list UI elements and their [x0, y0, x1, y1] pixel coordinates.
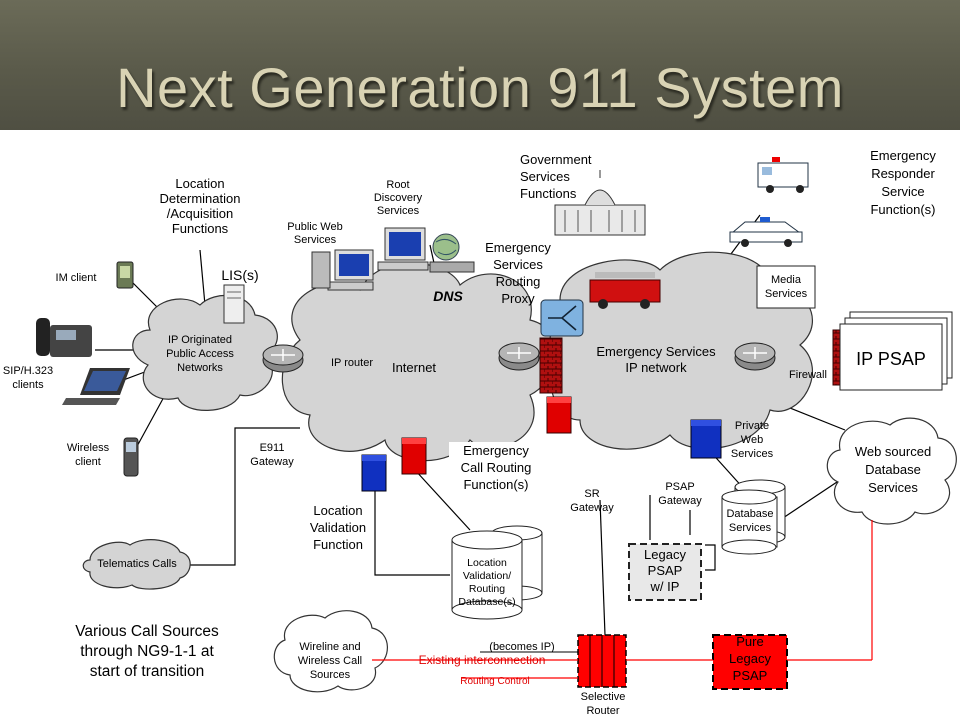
public-web-computer-icon	[311, 249, 374, 291]
ip-psap-label: IP PSAP	[856, 349, 926, 369]
internet-label: Internet	[392, 360, 436, 375]
im-client-label: IM client	[56, 272, 97, 284]
database-services-icon	[721, 479, 786, 555]
esrp-device-icon	[540, 299, 584, 337]
private-web-server-icon	[690, 419, 722, 459]
internet-cloud	[281, 262, 557, 462]
web-sourced-cloud	[826, 417, 957, 525]
existing-interconnection-label: Existing interconnection	[419, 653, 546, 667]
router-internet	[498, 342, 540, 371]
ecrf-server-icon	[401, 437, 427, 475]
firewall-label: Firewall	[789, 369, 827, 381]
selective-router-icon	[577, 634, 627, 688]
firewall-esrp-icon	[539, 337, 563, 394]
lis-server-icon	[223, 284, 245, 324]
ip-originated-cloud	[132, 294, 278, 411]
telematics-cloud	[82, 539, 191, 590]
police-car-icon	[729, 217, 803, 247]
pure-legacy-psap-box	[712, 634, 788, 690]
wireline-cloud	[273, 610, 388, 693]
telematics-label: Telematics Calls	[97, 558, 177, 570]
legacy-psap-box	[628, 543, 702, 601]
sr-gateway-server-icon	[546, 396, 572, 434]
page-title: Next Generation 911 System	[116, 56, 844, 119]
ecrf-label-bg	[449, 442, 541, 494]
title-bar	[0, 0, 960, 130]
lis-label: LIS(s)	[221, 267, 258, 283]
ambulance-icon	[757, 157, 809, 193]
government-building-icon	[554, 170, 646, 236]
ip-phone-icon	[36, 318, 92, 357]
media-services-box	[756, 265, 816, 309]
router-ip-originated	[262, 344, 304, 373]
lv-database-icon	[451, 525, 543, 620]
routing-control-label: Routing Control	[460, 676, 529, 687]
fire-truck-icon	[589, 272, 661, 309]
cell-phone-icon	[123, 437, 139, 477]
lvf-server-icon	[361, 454, 387, 492]
ip-psap-box	[839, 311, 953, 391]
ip-router-label: IP router	[331, 357, 373, 369]
pda-icon	[116, 261, 134, 289]
becomes-ip-label: (becomes IP)	[489, 641, 554, 653]
legacy-interconnection-lines	[372, 520, 873, 679]
globe-icon	[429, 233, 475, 273]
laptop-icon	[62, 368, 130, 405]
root-discovery-computer-icon	[377, 227, 429, 271]
dns-label: DNS	[433, 288, 463, 304]
router-es-network	[734, 342, 776, 371]
